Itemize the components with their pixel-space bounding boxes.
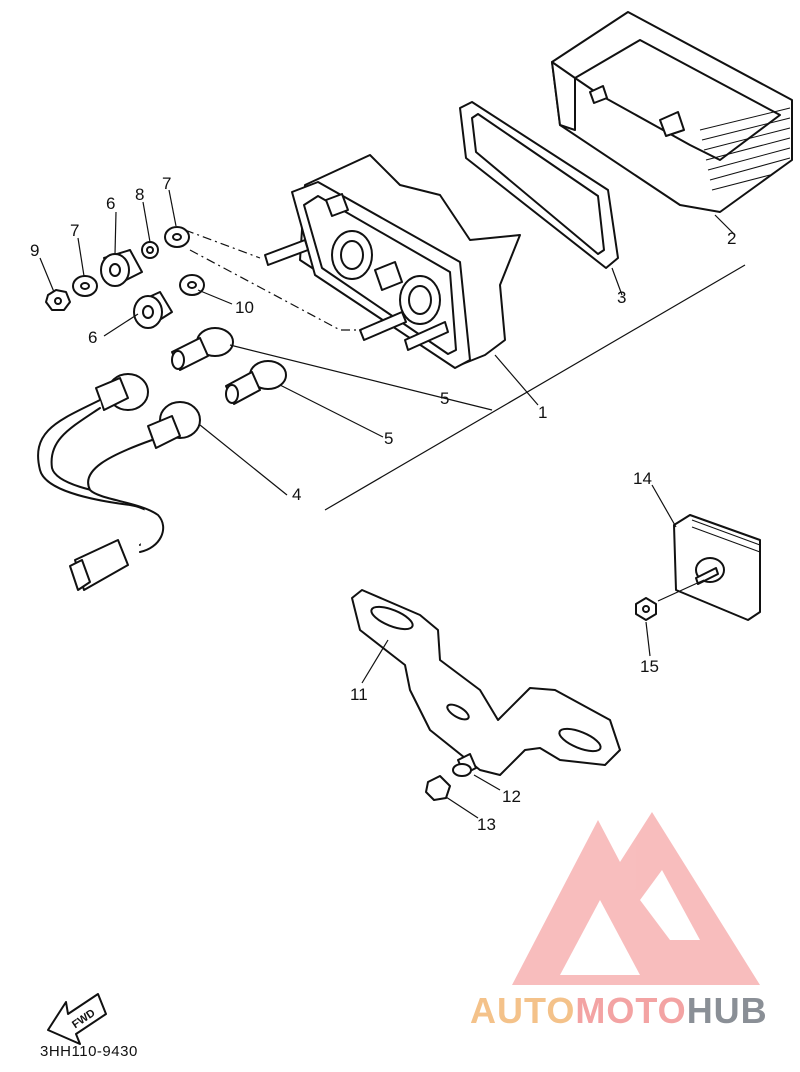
callout-7-b: 7 xyxy=(162,174,171,193)
part-6-grommet-b xyxy=(133,291,173,329)
watermark-part-hub: HUB xyxy=(686,990,768,1031)
base-studs xyxy=(264,239,449,351)
watermark-logo-icon xyxy=(512,812,760,985)
callout-6-b: 6 xyxy=(88,328,97,347)
callout-14: 14 xyxy=(633,469,652,488)
part-8-collar xyxy=(141,241,159,259)
part-2-lens xyxy=(551,11,793,213)
leader-lines xyxy=(39,189,746,819)
callout-5-b: 5 xyxy=(384,429,393,448)
callout-3: 3 xyxy=(617,288,626,307)
part-5-bulb-a xyxy=(171,327,234,371)
fwd-arrow-icon: FWD xyxy=(47,993,107,1045)
part-11-bracket xyxy=(351,589,621,776)
part-10-washer xyxy=(179,274,205,296)
callout-11: 11 xyxy=(350,685,368,704)
callout-2: 2 xyxy=(727,229,736,248)
part-15-nut xyxy=(635,597,657,621)
watermark-brand: AUTOMOTOHUB xyxy=(470,990,768,1032)
part-1-base xyxy=(291,154,521,369)
part-6-grommet-a xyxy=(100,249,143,287)
callout-numbers: 1 2 3 4 5 5 6 6 7 7 8 9 10 11 12 13 14 1… xyxy=(30,174,736,834)
diagram-code: 3HH110-9430 xyxy=(40,1043,138,1060)
part-7-washer-b xyxy=(164,226,190,248)
part-9-nut xyxy=(45,289,71,311)
callout-4: 4 xyxy=(292,485,301,504)
part-3-gasket xyxy=(459,101,619,269)
callout-9: 9 xyxy=(30,241,39,260)
callout-8: 8 xyxy=(135,185,144,204)
callout-12: 12 xyxy=(502,787,521,806)
callout-13: 13 xyxy=(477,815,496,834)
callout-10: 10 xyxy=(235,298,254,317)
part-4-harness xyxy=(37,373,201,591)
part-5-bulb-b xyxy=(225,360,287,405)
callout-1: 1 xyxy=(538,403,547,422)
callout-5-a: 5 xyxy=(440,389,449,408)
part-7-washer-a xyxy=(72,275,98,297)
part-14-license-light xyxy=(673,514,761,621)
callout-7-a: 7 xyxy=(70,221,79,240)
callout-6-a: 6 xyxy=(106,194,115,213)
part-13-nut xyxy=(425,775,451,801)
watermark-part-moto: MOTO xyxy=(575,990,687,1031)
part-12-bolt xyxy=(452,753,477,777)
watermark-part-auto: AUTO xyxy=(470,990,576,1031)
callout-15: 15 xyxy=(640,657,659,676)
